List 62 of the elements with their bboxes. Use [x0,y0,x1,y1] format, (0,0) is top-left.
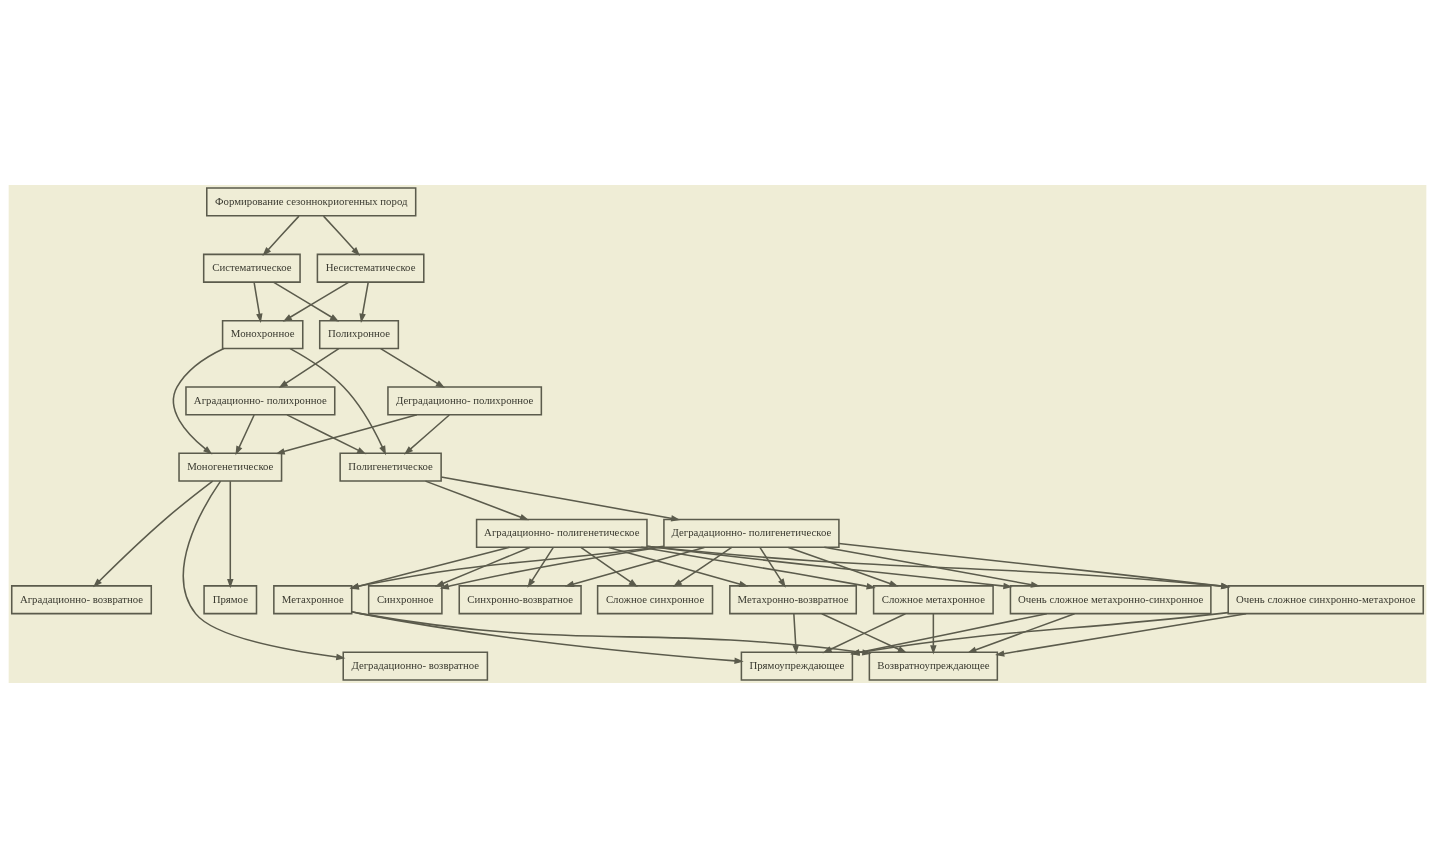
arrow [930,612,937,654]
arrow [646,544,1013,589]
arrow [672,546,733,587]
node-box: Прямое [203,584,258,614]
arrow [289,347,387,455]
arrow [527,546,554,588]
arrow [424,479,530,520]
arrow [349,544,665,589]
node-box: Аградационно- полихронное [185,385,336,415]
arrow [93,479,214,587]
node-box: Аградационно- полигенетическое [475,518,648,548]
arrow [273,281,340,322]
arrow [227,479,234,588]
arrow [646,545,1231,589]
node-box: Сложное синхронное [596,584,714,614]
node-box: Очень сложное метахронно-синхронное [1009,584,1212,614]
arrow [759,546,786,588]
arrow [322,214,361,256]
node-box: Синхронно-возвратное [458,584,582,614]
node-box: Возвратноупреждающее [868,650,999,681]
arrow [608,546,749,587]
node-box: Деградационно- полихронное [387,385,543,415]
arrow [434,546,531,587]
arrow [787,546,899,587]
arrow [286,413,367,454]
node-box: Сложное метахронное [872,584,994,614]
arrow [823,546,1041,588]
node-box: Аградационно- возвратное [10,584,153,614]
node-box: Метахронное [273,584,353,614]
node-box: Формирование сезоннокриогенных пород [206,186,417,217]
node-box: Синхронное [367,584,443,614]
node-box: Несистематическое [316,253,425,283]
node-box: Полигенетическое [339,452,442,482]
arrow [564,546,706,587]
arrow [182,479,346,660]
arrow [995,612,1247,657]
node-box: Очень сложное синхронно-метахроное [1227,584,1425,614]
arrow [262,214,300,256]
node-box: Метахронно-возвратное [729,584,858,614]
arrow [580,546,638,587]
arrow [282,281,350,322]
arrow [253,281,263,323]
arrow [172,347,225,454]
node-box: Монохронное [221,319,304,349]
arrow [349,546,511,590]
node-box: Моногенетическое [178,452,283,482]
arrow [275,413,418,455]
arrow [640,546,876,589]
node-box: Систематическое [202,253,301,283]
node-box: Деградационно- полигенетическое [663,518,840,548]
arrow [838,542,1231,589]
arrow [967,612,1076,653]
arrow [278,347,340,388]
arrow [379,347,446,388]
node-box: Прямоупреждающее [740,650,854,681]
arrow [403,413,451,455]
arrow [235,413,255,455]
arrow [359,281,369,323]
arrow [792,612,799,654]
arrow [440,475,681,521]
node-box: Деградационно- возвратное [342,650,489,681]
node-box: Полихронное [318,319,400,349]
